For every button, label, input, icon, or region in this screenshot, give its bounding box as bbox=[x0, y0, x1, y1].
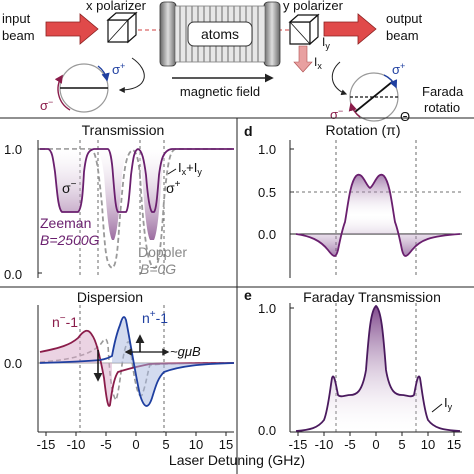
setup-schematic: input beam x polarizer bbox=[2, 0, 464, 124]
output-polarization-circle bbox=[331, 61, 399, 122]
x-axis-label: Laser Detuning (GHz) bbox=[169, 452, 305, 468]
faraday-letter: e bbox=[244, 287, 252, 303]
output-beam-label-2: beam bbox=[386, 28, 419, 43]
transmission-sigma-plus: σ+ bbox=[166, 179, 181, 196]
faraday-curve bbox=[295, 304, 461, 432]
faraday-fill bbox=[296, 306, 460, 431]
dispersion-n-minus-label: n−-1 bbox=[52, 313, 78, 330]
doppler-label: Doppler bbox=[138, 244, 187, 260]
dispersion-n-plus-label: n+-1 bbox=[142, 309, 168, 326]
x-polarizer-label: x polarizer bbox=[86, 0, 147, 13]
x-tick-label-right-5: 10 bbox=[421, 437, 435, 452]
x-polarizer-cube bbox=[106, 11, 138, 44]
faraday-iy-label: Iy bbox=[444, 395, 453, 412]
doppler-field-label: B=0G bbox=[140, 261, 176, 277]
x-tick-label-right-4: 5 bbox=[398, 437, 405, 452]
transmission-zeeman-fill bbox=[40, 149, 172, 240]
ix-label: Ix bbox=[314, 55, 322, 71]
transmission-title: Transmission bbox=[82, 122, 165, 138]
x-axis: -15 -10 -5 0 5 10 15 -15 -10 -5 0 5 10 15 Laser Detu… bbox=[37, 432, 461, 468]
x-tick-label-left-5: 10 bbox=[189, 437, 203, 452]
input-beam-arrow bbox=[45, 13, 99, 45]
faraday-rotation-label-2: rotatio bbox=[424, 100, 460, 115]
rotation-fill bbox=[296, 174, 460, 256]
y-polarizer-label: y polarizer bbox=[283, 0, 344, 13]
transmission-ytick-top: 1.0 bbox=[4, 142, 22, 157]
theta-label: Θ bbox=[400, 109, 410, 124]
faraday-ytick-top: 1.0 bbox=[258, 301, 276, 316]
faraday-title: Faraday Transmission bbox=[303, 289, 441, 305]
panel-rotation: d Rotation (π) 1.0 0.5 0.0 bbox=[244, 122, 462, 278]
x-tick-label-right-0: -15 bbox=[289, 437, 308, 452]
dispersion-ytick: 0.0 bbox=[4, 356, 22, 371]
rotation-ytick-top: 1.0 bbox=[258, 142, 276, 157]
magnetic-field-label: magnetic field bbox=[180, 84, 260, 99]
x-tick-label-left-3: 0 bbox=[132, 437, 139, 452]
faraday-rotation-label: Farada bbox=[422, 84, 464, 99]
x-tick-label-left-6: 15 bbox=[219, 437, 233, 452]
panel-transmission: Transmission 1.0 0.0 σ− σ+ Ix+Iy Zeeman … bbox=[4, 122, 234, 282]
ix-arrow bbox=[293, 45, 313, 73]
x-tick-label-left-1: -10 bbox=[67, 437, 86, 452]
x-ticks-left: -15 -10 -5 0 5 10 15 bbox=[37, 432, 233, 452]
dispersion-shift-label: ~gμB bbox=[170, 344, 201, 359]
rotation-curve bbox=[295, 173, 461, 257]
panel-faraday: e Faraday Transmission 1.0 0.0 Iy bbox=[244, 287, 462, 438]
rotation-title: Rotation (π) bbox=[325, 122, 400, 138]
panel-dispersion: Dispersion 0.0 n−-1 n+-1 ~gμB bbox=[4, 289, 235, 433]
x-tick-label-left-4: 5 bbox=[162, 437, 169, 452]
input-polarization-circle bbox=[54, 57, 145, 113]
x-tick-label-right-2: -5 bbox=[344, 437, 356, 452]
output-sigma-plus: σ+ bbox=[392, 61, 405, 77]
transmission-ytick-bottom: 0.0 bbox=[4, 267, 22, 282]
x-tick-label-left-2: -5 bbox=[100, 437, 112, 452]
output-beam-arrow bbox=[323, 13, 377, 45]
zeeman-field-label: B=2500G bbox=[40, 232, 100, 248]
dispersion-n-plus-curve bbox=[39, 316, 235, 407]
x-tick-label-right-1: -10 bbox=[315, 437, 334, 452]
x-tick-label-left-0: -15 bbox=[37, 437, 56, 452]
rotation-letter: d bbox=[244, 123, 253, 139]
iy-label: Iy bbox=[322, 35, 330, 51]
faraday-ytick-bottom: 0.0 bbox=[258, 423, 276, 438]
input-beam-label-2: beam bbox=[2, 28, 35, 43]
dispersion-n-minus-fill bbox=[40, 330, 112, 406]
zeeman-label: Zeeman bbox=[40, 215, 91, 231]
input-sigma-minus: σ− bbox=[40, 97, 53, 113]
output-beam-label: output bbox=[386, 11, 423, 26]
x-tick-label-right-3: 0 bbox=[372, 437, 379, 452]
rotation-ytick-mid: 0.5 bbox=[258, 185, 276, 200]
transmission-doppler-curve bbox=[40, 148, 234, 269]
atoms-label: atoms bbox=[201, 26, 239, 42]
x-tick-label-right-6: 15 bbox=[447, 437, 461, 452]
x-ticks-right: -15 -10 -5 0 5 10 15 bbox=[289, 432, 461, 452]
y-polarizer-cube bbox=[288, 13, 320, 46]
rotation-ytick-bottom: 0.0 bbox=[258, 227, 276, 242]
transmission-sum-label: Ix+Iy bbox=[178, 160, 202, 177]
output-sigma-minus: σ− bbox=[330, 106, 343, 122]
transmission-zeeman-curve bbox=[40, 148, 234, 213]
dispersion-n-plus-fill bbox=[112, 318, 234, 406]
magnet-coil bbox=[159, 1, 281, 67]
dispersion-title: Dispersion bbox=[77, 289, 143, 305]
input-sigma-plus: σ+ bbox=[112, 61, 125, 77]
transmission-sigma-minus: σ− bbox=[62, 179, 77, 196]
input-beam-label: input bbox=[2, 11, 31, 26]
